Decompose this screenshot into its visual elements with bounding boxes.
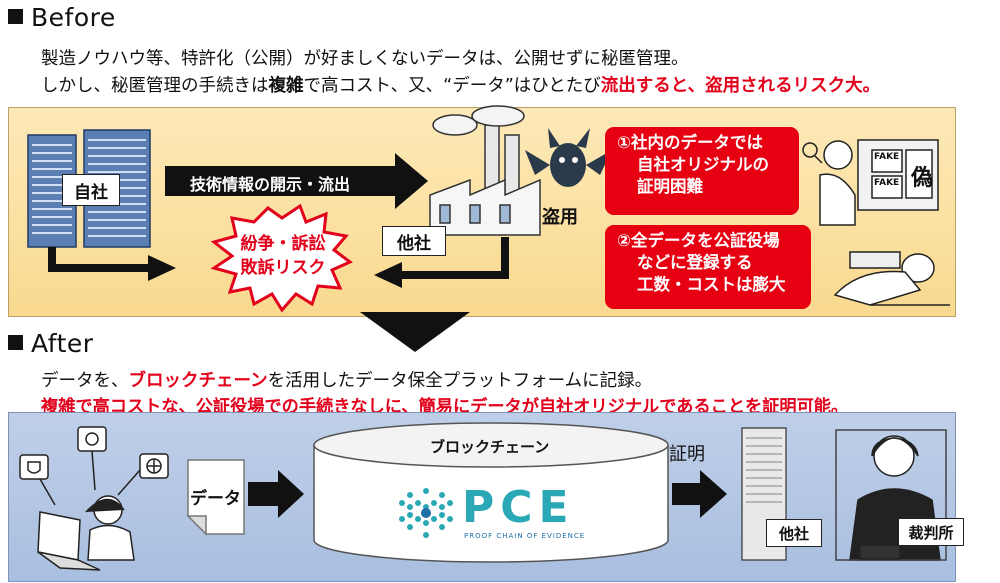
data-to-blockchain-arrow xyxy=(248,470,304,518)
pce-logo-subtitle: PROOF CHAIN OF EVIDENCE xyxy=(464,532,586,540)
square-bullet-icon xyxy=(8,335,23,350)
other-company-label-after: 他社 xyxy=(766,519,822,547)
transition-arrow-icon xyxy=(360,312,470,352)
data-label: データ xyxy=(190,489,241,509)
dispute-text: 紛争・訴訟 敗訴リスク xyxy=(240,234,326,278)
devil-icon xyxy=(525,128,612,187)
pce-logo-icon xyxy=(399,488,453,538)
disclosure-arrow xyxy=(165,153,428,209)
own-company-label: 自社 xyxy=(62,174,120,206)
after-heading: After xyxy=(8,329,94,358)
blockchain-to-proof-arrow xyxy=(672,470,727,518)
globe-icon xyxy=(139,453,169,479)
square-bullet-icon xyxy=(8,9,23,24)
factory-icon xyxy=(429,105,541,236)
gear-icon xyxy=(77,426,107,452)
laptop-user-illustration xyxy=(37,495,135,571)
proof-label: 証明 xyxy=(669,444,705,465)
shield-icon xyxy=(19,454,49,480)
after-text-line1: データを、ブロックチェーンを活用したデータ保全プラットフォームに記録。 xyxy=(41,371,653,391)
fake-label-2: FAKE xyxy=(874,178,900,188)
blockchain-cylinder-shape xyxy=(313,422,669,563)
pce-logo-text: PCE xyxy=(462,482,575,533)
before-text-line1: 製造ノウハウ等、特許化（公開）が好ましくないデータは、公開せずに秘匿管理。 xyxy=(41,49,689,69)
blockchain-label: ブロックチェーン xyxy=(430,438,550,456)
before-text-line2: しかし、秘匿管理の手続きは複雑で高コスト、又、“データ”はひとたび流出すると、盗… xyxy=(41,76,881,96)
callout-proof-difficult: ①社内のデータでは 自社オリジナルの 証明困難 xyxy=(605,127,799,215)
callout-cost-huge: ②全データを公証役場 などに登録する 工数・コストは膨大 xyxy=(605,225,811,309)
theft-label: 盗用 xyxy=(542,207,578,228)
dispute-burst-shape xyxy=(210,203,353,313)
fake-label-3: 偽 xyxy=(911,166,934,191)
disclosure-arrow-label: 技術情報の開示・流出 xyxy=(190,175,351,194)
detective-illustration xyxy=(802,139,939,226)
fake-label-1: FAKE xyxy=(874,152,900,162)
court-label: 裁判所 xyxy=(898,518,964,546)
collapsed-person-illustration xyxy=(833,251,950,306)
document-icon xyxy=(186,459,245,536)
other-company-label: 他社 xyxy=(382,226,446,256)
before-heading: Before xyxy=(8,3,116,32)
